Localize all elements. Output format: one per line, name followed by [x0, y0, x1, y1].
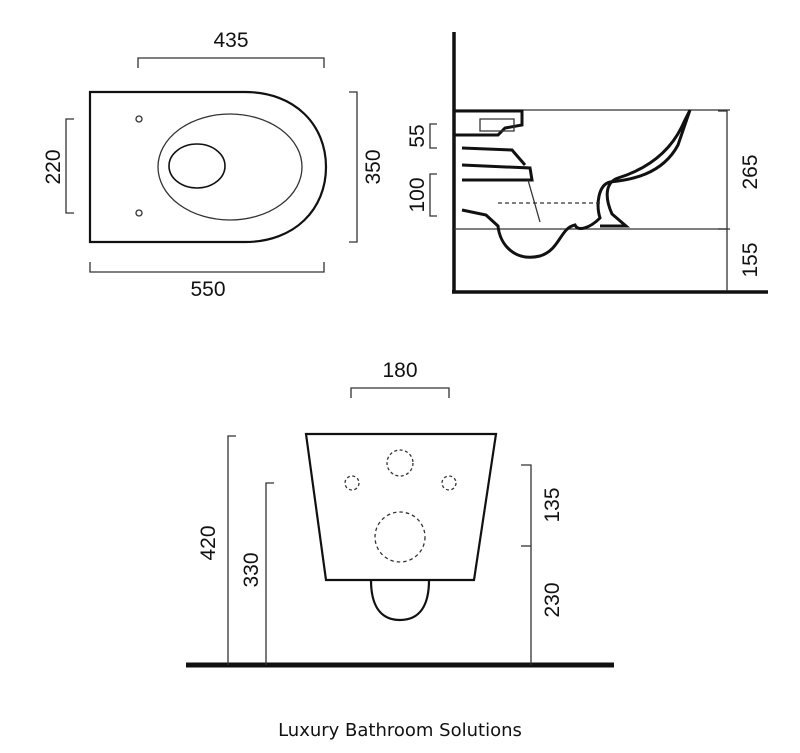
- rear-view: 180 420 330 135 230: [186, 359, 614, 668]
- fixing-hole-left: [344, 475, 360, 491]
- trap-line: [527, 179, 541, 223]
- dim-rim-height: 265: [739, 154, 762, 189]
- dim-lower: 230: [541, 582, 564, 617]
- seat-outline: [157, 113, 303, 221]
- dim-line-upper-inlet: [429, 123, 437, 149]
- fixing-hole-right: [441, 475, 457, 491]
- dim-line-rear-width: [350, 387, 450, 398]
- dim-line-outlet-height: [265, 482, 274, 665]
- fixing-hole-top: [135, 115, 143, 123]
- dim-line-total-height: [227, 435, 236, 665]
- dim-depth: 350: [362, 149, 385, 184]
- outlet-profile: [461, 146, 534, 182]
- fixing-hole-bottom: [135, 209, 143, 217]
- dim-line-length: [89, 262, 325, 273]
- dim-line-lower-inlet: [429, 173, 437, 217]
- caption: Luxury Bathroom Solutions: [278, 720, 522, 741]
- dim-hole-spacing: 220: [42, 149, 65, 184]
- dim-width: 435: [213, 29, 248, 52]
- top-view-outline: [88, 90, 328, 244]
- dim-upper: 135: [541, 487, 564, 522]
- dim-mount-height: 155: [739, 242, 762, 277]
- dim-total-height: 420: [197, 525, 220, 560]
- bowl-profile: [454, 109, 692, 259]
- inlet-detail: [479, 118, 515, 132]
- inlet-hole: [386, 449, 414, 477]
- top-view: 435 550 350 220: [42, 29, 385, 301]
- dim-line-depth: [349, 91, 358, 243]
- dim-lower-inlet: 100: [406, 177, 429, 212]
- dim-line-width: [137, 57, 325, 68]
- dim-outlet-height: 330: [240, 552, 263, 587]
- rear-trap-outline: [369, 579, 431, 622]
- outlet-hole: [374, 511, 426, 563]
- dim-line-right: [521, 464, 532, 665]
- side-view: 55 100 265 155: [406, 32, 768, 294]
- dim-upper-inlet: 55: [406, 124, 429, 147]
- bowl-opening: [168, 143, 226, 189]
- dim-line-holes: [65, 118, 74, 214]
- dim-rear-width: 180: [382, 359, 417, 382]
- dim-line-heights: [718, 110, 728, 291]
- rear-body-outline: [304, 432, 498, 582]
- dim-length: 550: [190, 278, 225, 301]
